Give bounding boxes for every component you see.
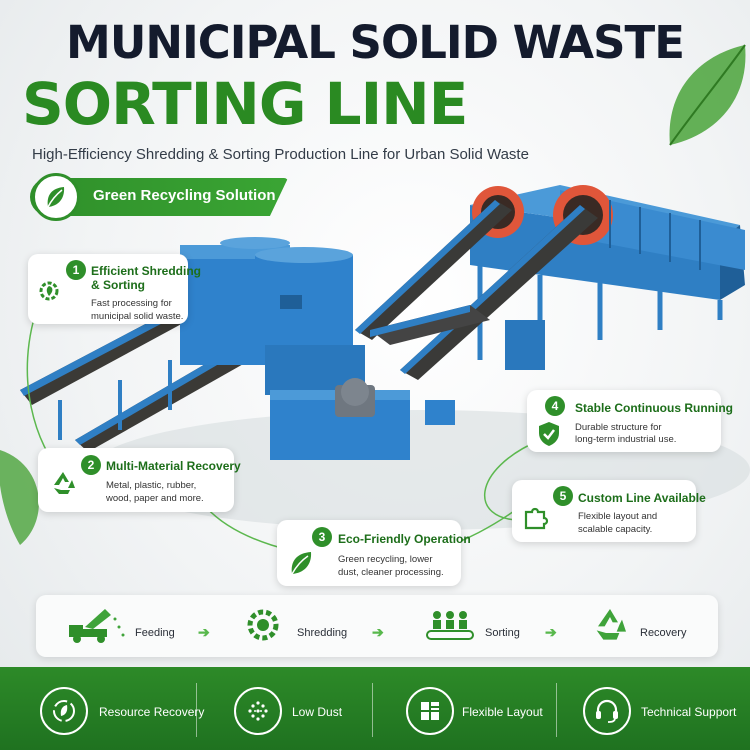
conveyor-icon [426,611,474,640]
dust-dots-icon [234,687,282,735]
process-arrow-2: ➔ [372,624,384,640]
recycle-icon [596,609,626,640]
grid-layout-icon [406,687,454,735]
footer-label-low-dust: Low Dust [292,705,343,719]
feature-card-1 [28,254,188,324]
gear-icon [247,609,279,641]
process-step-shredding: Shredding [297,627,348,639]
leaf-icon [284,546,318,580]
feature-number-5: 5 [553,486,573,506]
feature-desc-1a: Fast processing for [91,298,172,309]
leaf-decoration-left [0,450,39,545]
process-step-recovery: Recovery [640,627,687,639]
feature-title-4: Stable Continuous Running [575,401,733,415]
feature-desc-2a: Metal, plastic, rubber, [106,480,197,491]
feature-desc-2b: wood, paper and more. [106,493,204,504]
footer-label-technical-support: Technical Support [641,705,737,719]
page-title-line-2: SORTING LINE [22,70,468,138]
process-arrow-1: ➔ [198,624,210,640]
feature-title-1b: & Sorting [91,278,145,292]
feature-card-2 [38,448,234,512]
headset-icon [583,687,631,735]
process-step-sorting: Sorting [485,627,520,639]
puzzle-icon [519,500,553,534]
feature-desc-3b: dust, cleaner processing. [338,567,444,578]
page-subtitle: High-Efficiency Shredding & Sorting Prod… [32,146,529,163]
feature-desc-5a: Flexible layout and [578,511,658,522]
footer-divider-1 [196,683,197,737]
feature-desc-1b: municipal solid waste. [91,311,184,322]
leaf-decoration-top-right [669,44,746,146]
footer-divider-3 [556,683,557,737]
recycle-icon [46,466,80,500]
leaf-icon [32,173,80,221]
page-title-line-1: MUNICIPAL SOLID WASTE [66,16,685,69]
gear-leaf-icon [32,274,66,308]
process-arrow-3: ➔ [545,624,557,640]
feature-number-3: 3 [312,527,332,547]
feature-title-3: Eco-Friendly Operation [338,532,471,546]
footer-divider-2 [372,683,373,737]
badge-label: Green Recycling Solution [93,187,276,204]
footer-label-resource-recovery: Resource Recovery [99,705,205,719]
feature-title-2: Multi-Material Recovery [106,459,241,473]
process-step-feeding: Feeding [135,627,175,639]
recycle-leaf-icon [40,687,88,735]
truck-icon [69,609,125,643]
feature-desc-4b: long-term industrial use. [575,434,677,445]
feature-title-1a: Efficient Shredding [91,264,202,278]
feature-number-4: 4 [545,396,565,416]
footer-label-flexible-layout: Flexible Layout [462,705,543,719]
feature-title-5: Custom Line Available [578,491,706,505]
feature-number-2: 2 [81,455,101,475]
feature-desc-3a: Green recycling, lower [338,554,433,565]
shield-check-icon [532,417,566,451]
feature-number-1: 1 [66,260,86,280]
feature-desc-5b: scalable capacity. [578,524,653,535]
feature-desc-4a: Durable structure for [575,422,662,433]
